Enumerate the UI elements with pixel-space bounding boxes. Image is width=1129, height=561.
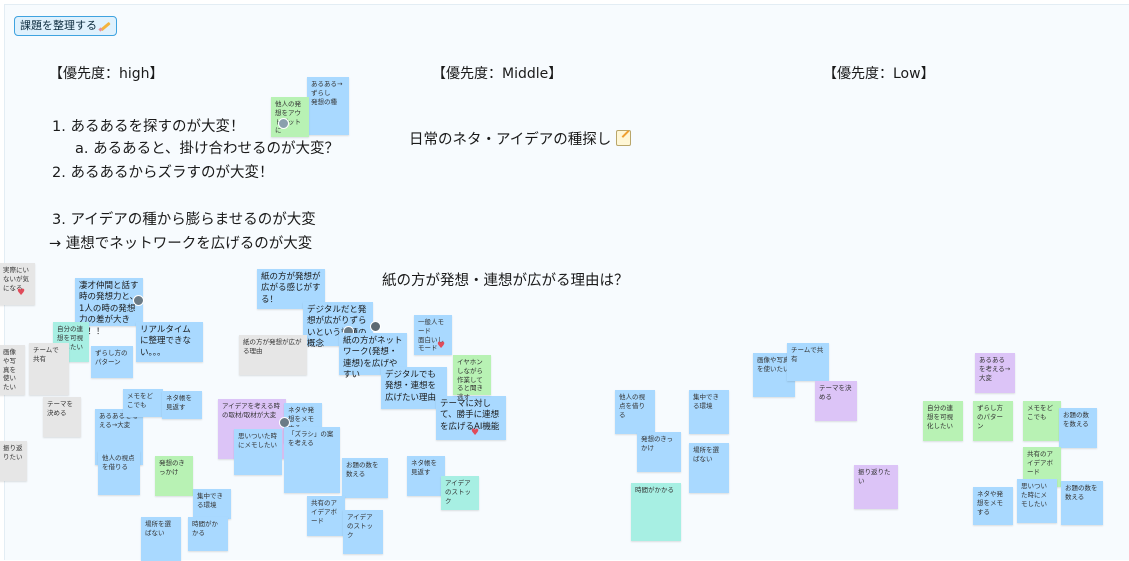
heart-icon: ♥: [17, 288, 26, 298]
sticky-note[interactable]: メモをどこでも: [1023, 401, 1061, 441]
sticky-note[interactable]: ネタ帳を見返す: [407, 456, 445, 496]
center-question[interactable]: 紙の方が発想・連想が広がる理由は？: [382, 273, 629, 289]
sticky-note[interactable]: アイデアのストック: [441, 476, 479, 510]
sticky-note[interactable]: 場所を選ばない: [141, 517, 181, 561]
sticky-note[interactable]: テーマを決める: [43, 397, 81, 437]
sticky-note[interactable]: デジタルでも発想・連想を広げたい理由: [381, 367, 447, 409]
sticky-note[interactable]: 思いついた時にメモしたい: [234, 429, 282, 475]
high-list-item-3[interactable]: 3. アイデアの種から膨らませるのが大変: [52, 212, 316, 228]
high-list-item-3-arrow[interactable]: → 連想でネットワークを広げるのが大変: [49, 236, 313, 252]
sticky-note[interactable]: ネタ帳を見返す: [162, 391, 202, 419]
sticky-note[interactable]: 「ズラシ」の案を考える: [284, 427, 340, 493]
sticky-note[interactable]: テーマを決める: [815, 381, 857, 421]
sticky-note[interactable]: 実際にいないが気になる: [0, 263, 35, 305]
sticky-note[interactable]: あるあるを考える→大変: [975, 353, 1015, 393]
sticky-note[interactable]: 一般人モード 面白いしモード: [414, 315, 452, 355]
sticky-note[interactable]: 思いついた時にメモしたい: [1017, 479, 1057, 523]
sticky-note[interactable]: 場所を選ばない: [689, 443, 729, 493]
avatar: [370, 321, 381, 332]
sticky-note[interactable]: 時間がかかる: [631, 483, 681, 541]
sticky-note[interactable]: メモをどこでも: [123, 389, 163, 417]
sticky-note[interactable]: イヤホンしながら作業してると聞き逃す: [453, 355, 491, 401]
sticky-note[interactable]: 振り返りたい: [854, 465, 898, 509]
sticky-note[interactable]: 振り返りたい: [0, 441, 27, 481]
sticky-note[interactable]: あるある→ずらし 発想の種: [307, 77, 349, 135]
sticky-note[interactable]: 集中できる環境: [193, 489, 231, 519]
frame-label-tag[interactable]: 課題を整理する: [14, 16, 117, 36]
sticky-note[interactable]: ネタや発想をメモする: [973, 487, 1013, 525]
memo-icon: [615, 130, 631, 146]
sticky-note[interactable]: お題の数を数える: [1059, 408, 1097, 448]
heart-icon: ♥: [437, 341, 446, 351]
sticky-note[interactable]: 自分の連想を可視化したい: [923, 401, 963, 441]
sticky-note[interactable]: 紙の方が発想が広がる理由: [239, 335, 307, 375]
sticky-note[interactable]: アイデアのストック: [343, 510, 383, 554]
high-list-item-1a[interactable]: a. あるあると、掛け合わせるのが大変？: [75, 141, 340, 157]
sticky-note[interactable]: お題の数を数える: [1061, 481, 1103, 525]
sticky-note[interactable]: お題の数を数える: [342, 458, 388, 498]
sticky-note[interactable]: チームで共有: [787, 343, 829, 381]
sticky-note[interactable]: ずらし方のパターン: [973, 401, 1013, 441]
middle-item-label: 日常のネタ・アイデアの種探し: [409, 132, 612, 148]
heading-priority-low[interactable]: 【優先度：Low】: [823, 66, 935, 82]
sticky-note[interactable]: 他人の視点を借りる: [615, 390, 655, 434]
heading-priority-high[interactable]: 【優先度：high】: [49, 66, 164, 82]
sticky-note[interactable]: ずらし方のパターン: [91, 346, 133, 378]
high-list-item-1[interactable]: 1. あるあるを探すのが大変！: [52, 119, 245, 135]
sticky-note[interactable]: 凄才仲間と話す時の発想力と、1人の時の発想力の差が大きい！！: [75, 278, 143, 337]
sticky-note[interactable]: 発想のきっかけ: [155, 456, 193, 496]
sticky-note[interactable]: チームで共有: [29, 343, 69, 395]
frame-label: 課題を整理する: [20, 19, 97, 32]
pencil-icon: [99, 20, 111, 32]
heart-icon: ♥: [471, 428, 480, 438]
high-list-item-2[interactable]: 2. あるあるからズラすのが大変！: [52, 165, 274, 181]
sticky-note[interactable]: テーマに対して、勝手に連想を広げるAI機能: [436, 396, 506, 440]
sticky-note[interactable]: 他人の発想をアウトプットに: [271, 97, 309, 137]
sticky-note[interactable]: 共有のアイデアボード: [307, 496, 345, 536]
sticky-note[interactable]: 時間がかかる: [188, 517, 228, 551]
avatar: [133, 295, 144, 306]
heading-priority-middle[interactable]: 【優先度：Middle】: [432, 66, 563, 82]
middle-item[interactable]: 日常のネタ・アイデアの種探し: [409, 128, 631, 149]
sticky-note[interactable]: 発想のきっかけ: [637, 432, 681, 472]
whiteboard-canvas[interactable]: 課題を整理する 【優先度：high】 【優先度：Middle】 【優先度：Low…: [0, 4, 1129, 561]
sticky-note[interactable]: 他人の視点を借りる: [98, 451, 140, 495]
avatar: [278, 118, 289, 129]
sticky-note[interactable]: 画像や写真を使いたい: [0, 345, 25, 395]
sticky-note[interactable]: リアルタイムに整理できない。。。: [136, 322, 203, 362]
sticky-note[interactable]: 集中できる環境: [689, 390, 729, 434]
